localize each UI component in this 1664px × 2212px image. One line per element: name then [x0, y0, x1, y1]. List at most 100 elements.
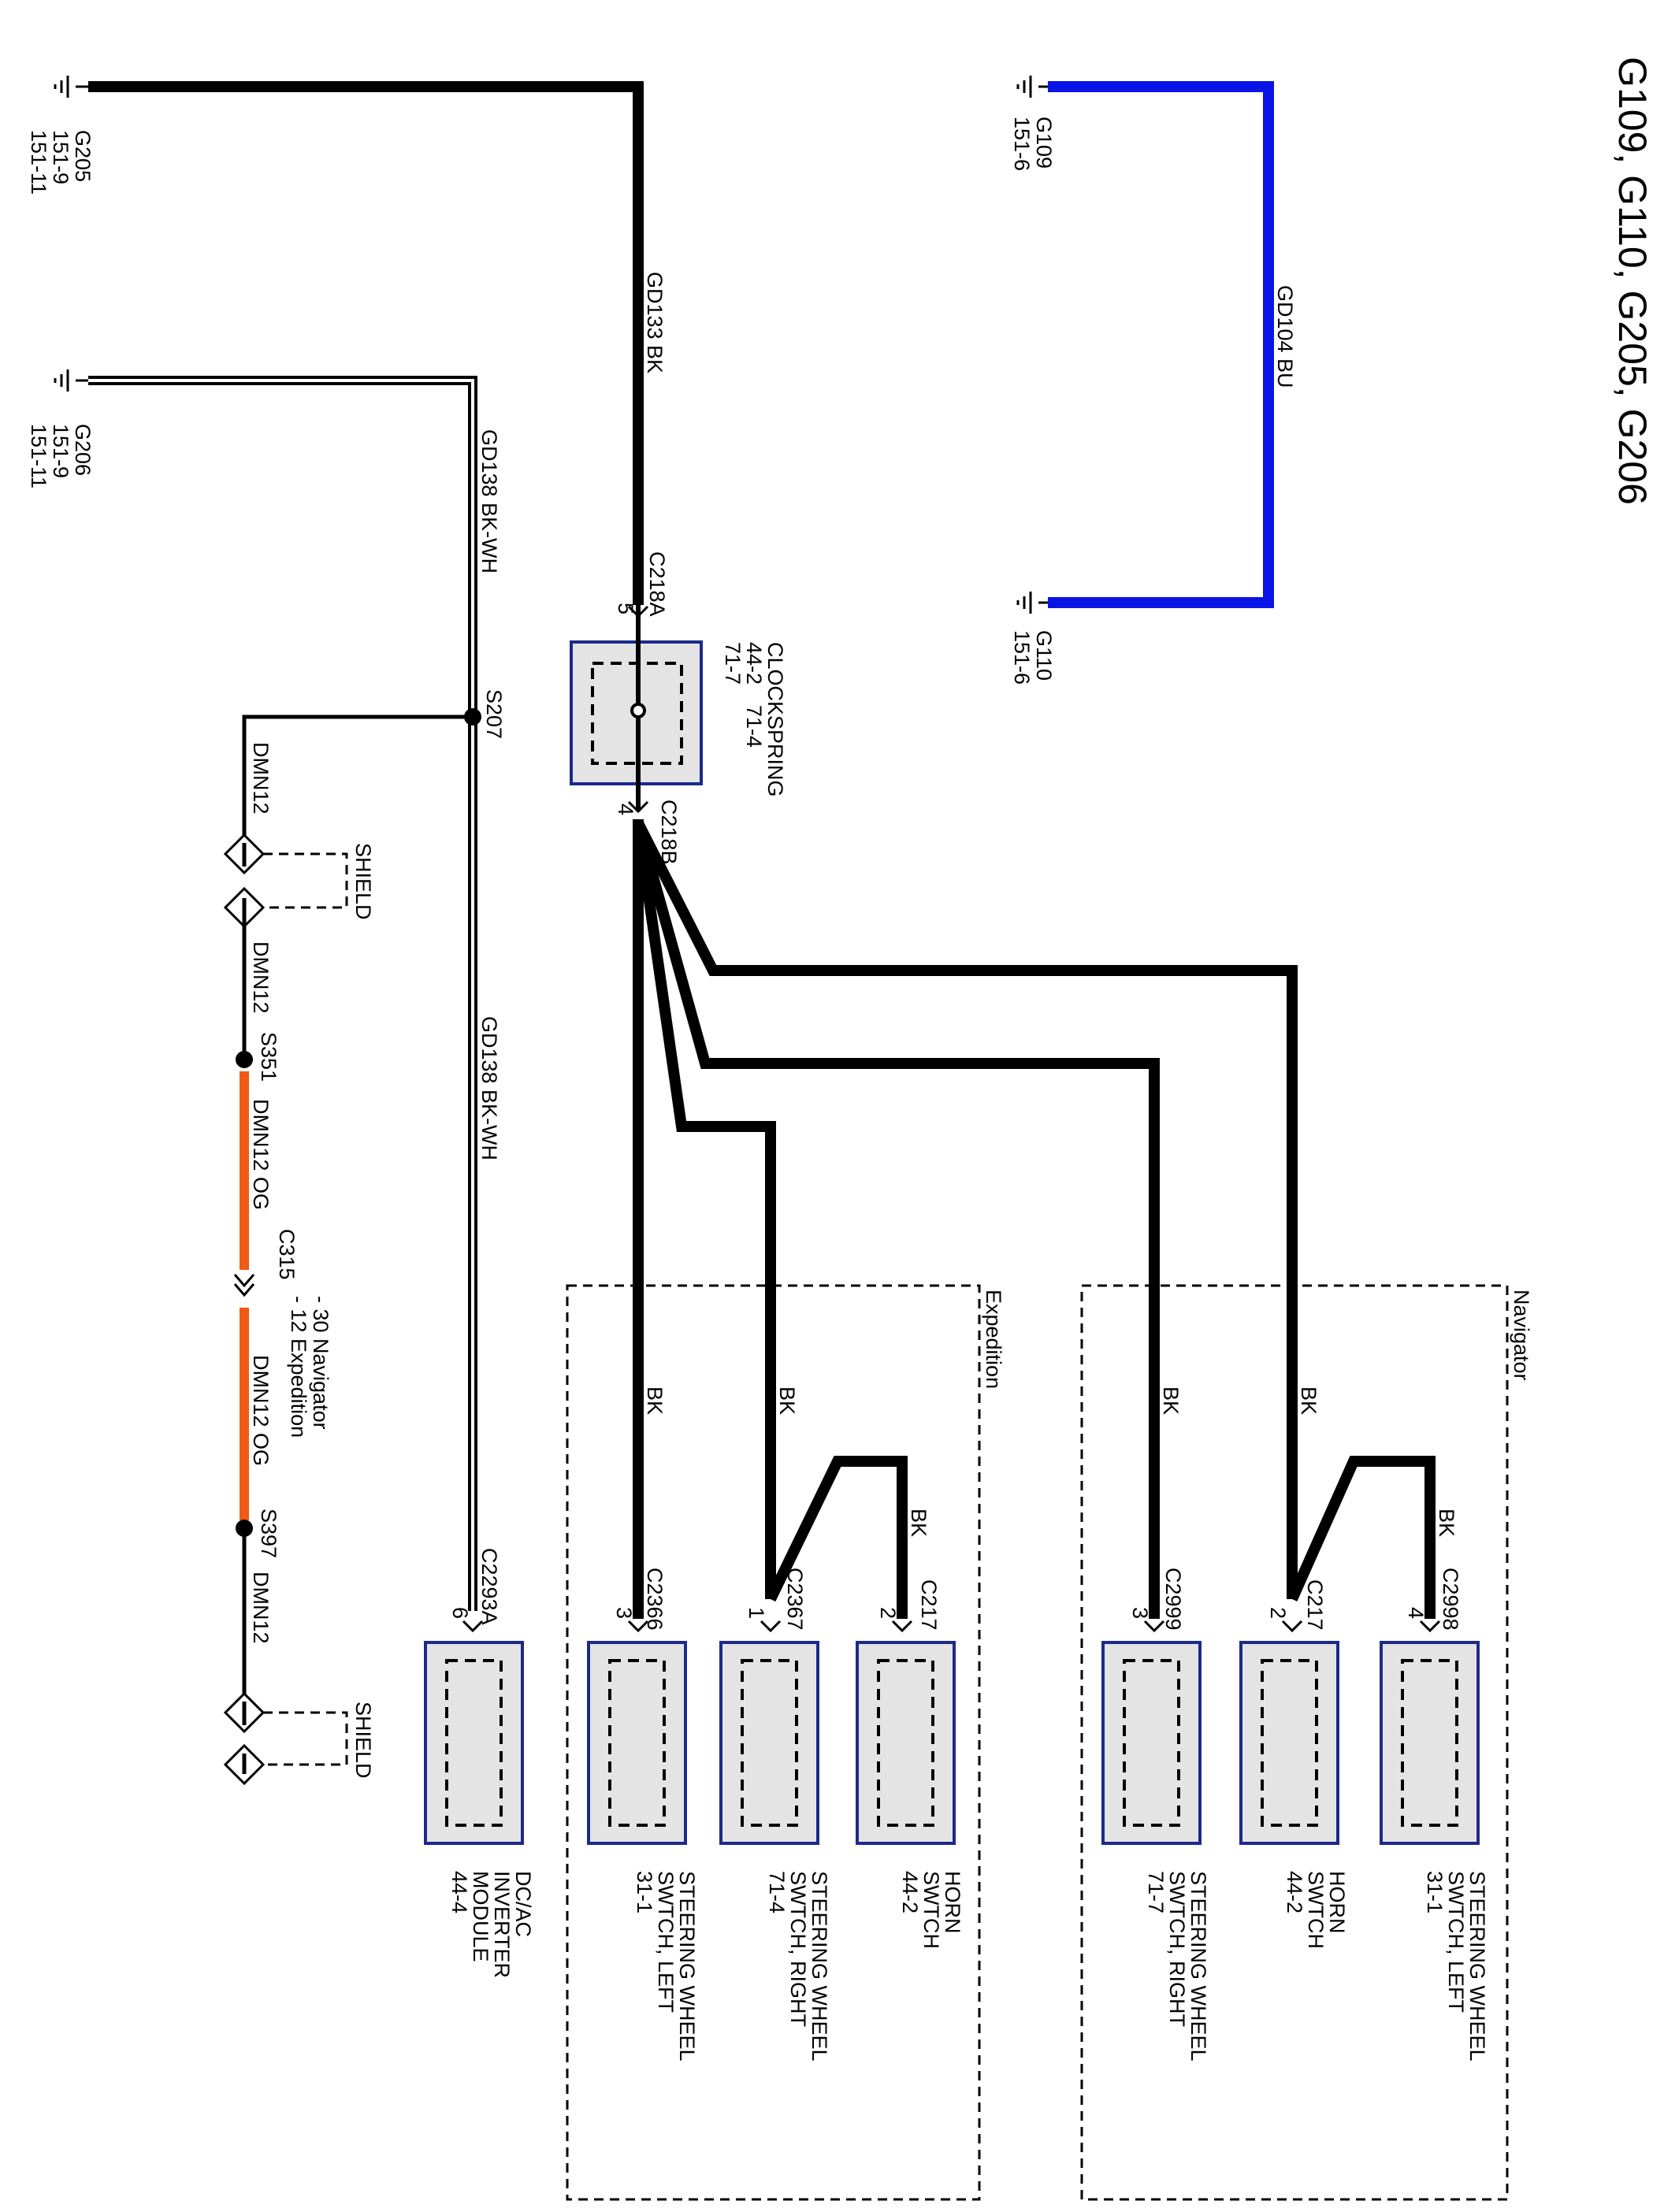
label-nav-horn-switch: HORN SWTCH 44-2	[1283, 1871, 1349, 1949]
svg-text:44-2: 44-2	[1283, 1871, 1306, 1913]
group-label-navigator: Navigator	[1510, 1290, 1533, 1381]
connector-c2998-icon	[1419, 1620, 1441, 1633]
wire-label-bk-exp-right: BK	[775, 1386, 799, 1415]
svg-text:151-11: 151-11	[27, 130, 50, 195]
wire-label-dmn12-b: DMN12	[249, 941, 273, 1014]
splice-label-s207: S207	[482, 689, 506, 739]
pin-c218a: 5	[614, 603, 637, 614]
svg-text:DC/AC: DC/AC	[511, 1871, 535, 1937]
shield-icon	[223, 1691, 348, 1786]
connector-label-c2367: C2367	[783, 1568, 807, 1631]
group-box-navigator	[1080, 1284, 1509, 2201]
svg-text:HORN: HORN	[941, 1871, 964, 1934]
pin-c2367: 1	[745, 1607, 768, 1619]
svg-text:31-1: 31-1	[633, 1871, 656, 1913]
svg-text:STEERING WHEEL: STEERING WHEEL	[808, 1871, 831, 2062]
wire-label-bk-nav-left: BK	[1435, 1509, 1458, 1537]
pin-c2366: 3	[612, 1607, 636, 1619]
label-dcac-inverter: DC/AC INVERTER MODULE 44-4	[448, 1871, 535, 1978]
connector-label-c2998: C2998	[1439, 1568, 1462, 1631]
svg-text:SWTCH: SWTCH	[1304, 1871, 1328, 1949]
connector-c217-nav-icon	[1281, 1620, 1303, 1633]
svg-text:STEERING WHEEL: STEERING WHEEL	[1465, 1871, 1489, 2062]
wire-label-dmn12-og-b: DMN12 OG	[249, 1355, 273, 1466]
group-box-expedition	[566, 1284, 981, 2201]
svg-text:44-2: 44-2	[898, 1871, 922, 1913]
svg-text:STEERING WHEEL: STEERING WHEEL	[1187, 1871, 1210, 2062]
svg-text:G109: G109	[1032, 117, 1056, 169]
component-nav-steering-switch-right	[1101, 1641, 1202, 1845]
component-exp-steering-switch-right	[719, 1641, 819, 1845]
wire-label-bk-exp-horn: BK	[907, 1509, 930, 1537]
svg-text:STEERING WHEEL: STEERING WHEEL	[675, 1871, 699, 2062]
svg-text:MODULE: MODULE	[469, 1871, 492, 1962]
svg-text:G206: G206	[71, 424, 95, 476]
wire-gd138-core	[88, 379, 474, 1611]
connector-c218a-icon	[627, 605, 649, 618]
wire-gd133	[88, 81, 644, 605]
ground-label-g206: G206 151-9 151-11	[27, 424, 95, 488]
shield-label-a: SHIELD	[351, 843, 375, 920]
svg-text:71-4: 71-4	[765, 1871, 789, 1913]
svg-text:- 30 Navigator: - 30 Navigator	[309, 1296, 332, 1430]
svg-text:HORN: HORN	[1325, 1871, 1349, 1934]
pin-c217-nav: 2	[1266, 1607, 1290, 1619]
connector-c217-exp-icon	[891, 1620, 913, 1633]
svg-text:G110: G110	[1032, 630, 1056, 681]
connector-label-c2999: C2999	[1161, 1568, 1185, 1631]
pin-c217-exp: 2	[876, 1607, 900, 1619]
connector-label-c2293a: C2293A	[477, 1548, 501, 1625]
clockspring-label: CLOCKSPRING 44-2 71-4 71-7	[721, 642, 787, 797]
clockspring-coil-icon	[630, 703, 646, 718]
svg-text:71-7: 71-7	[1144, 1871, 1168, 1913]
shield-icon	[223, 833, 348, 929]
wire-label-gd133: GD133 BK	[643, 272, 667, 373]
svg-text:SWTCH, LEFT: SWTCH, LEFT	[1444, 1871, 1468, 2013]
svg-text:151-6: 151-6	[1010, 117, 1034, 171]
connector-c2366-icon	[627, 1620, 649, 1633]
svg-text:SWTCH, RIGHT: SWTCH, RIGHT	[1165, 1871, 1189, 2027]
wire-label-dmn12-c: DMN12	[249, 1572, 273, 1644]
connector-c2293a-icon	[462, 1620, 484, 1633]
svg-text:31-1: 31-1	[1423, 1871, 1447, 1913]
wire-label-gd138-bottom: GD138 BK-WH	[477, 1016, 501, 1160]
svg-text:SWTCH, RIGHT: SWTCH, RIGHT	[786, 1871, 810, 2027]
svg-text:151-9: 151-9	[49, 424, 72, 478]
component-nav-steering-switch-left	[1380, 1641, 1480, 1845]
pin-c2999: 3	[1128, 1607, 1152, 1619]
label-nav-steering-switch-right: STEERING WHEEL SWTCH, RIGHT 71-7	[1144, 1871, 1210, 2062]
diagram-title: G109, G110, G205, G206	[1610, 57, 1655, 505]
label-nav-steering-switch-left: STEERING WHEEL SWTCH, LEFT 31-1	[1423, 1871, 1489, 2062]
wire-gd138	[88, 376, 477, 1611]
svg-text:151-9: 151-9	[49, 130, 72, 184]
component-exp-steering-switch-left	[587, 1641, 687, 1845]
svg-text:151-11: 151-11	[27, 424, 50, 488]
svg-text:71-7: 71-7	[721, 642, 745, 685]
connector-label-c2366: C2366	[643, 1568, 667, 1631]
shield-label-b: SHIELD	[351, 1702, 375, 1779]
svg-text:SWTCH, LEFT: SWTCH, LEFT	[654, 1871, 678, 2013]
wire-dmn12-a	[242, 714, 473, 843]
connector-c2367-icon	[760, 1620, 782, 1633]
splice-label-s397: S397	[257, 1509, 280, 1558]
wire-bk-nav-left	[1287, 1456, 1436, 1619]
connector-label-c217-nav: C217	[1303, 1579, 1327, 1631]
svg-text:C315: C315	[275, 1229, 299, 1280]
group-label-expedition: Expedition	[982, 1290, 1005, 1389]
svg-text:71-4: 71-4	[742, 705, 766, 748]
splice-label-s351: S351	[257, 1032, 280, 1082]
connector-c315-icon	[233, 1274, 255, 1297]
wire-bk-exp-right	[633, 822, 776, 1599]
wire-label-bk-nav-right: BK	[1159, 1386, 1183, 1415]
wire-label-dmn12-a: DMN12	[249, 742, 273, 815]
wire-label-bk-nav-mid: BK	[1297, 1386, 1320, 1415]
pin-c2293a: 6	[448, 1607, 472, 1619]
svg-text:44-4: 44-4	[448, 1871, 471, 1913]
ground-label-g110: G110 151-6	[1010, 630, 1056, 685]
label-exp-steering-switch-right: STEERING WHEEL SWTCH, RIGHT 71-4	[765, 1871, 831, 2062]
splice-s207	[464, 708, 481, 726]
component-exp-horn-switch	[856, 1641, 956, 1845]
wire-label-gd104: GD104 BU	[1273, 285, 1297, 388]
